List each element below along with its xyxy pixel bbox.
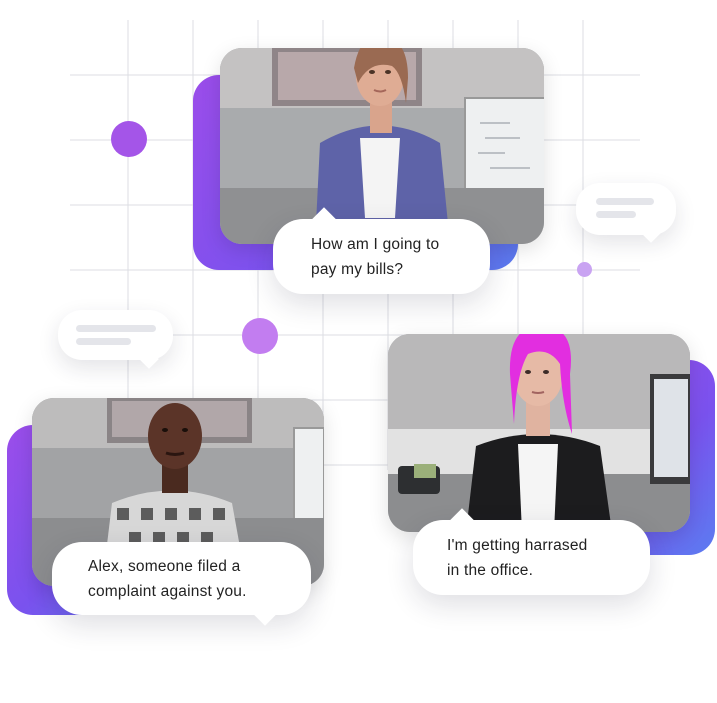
decorative-dot-large (111, 121, 147, 157)
speech-line: I'm getting harrased (447, 537, 588, 554)
speech-line: pay my bills? (311, 261, 404, 278)
speech-line: complaint against you. (88, 583, 247, 600)
scene-3-speech-bubble: I'm getting harrased in the office. (413, 508, 650, 595)
chat-bubble-placeholder-icon (576, 183, 676, 243)
woman-pink-hair-avatar (388, 334, 690, 532)
scene-2-speech-bubble: Alex, someone filed a complaint against … (52, 542, 311, 626)
decorative-dot-medium (242, 318, 278, 354)
speech-line: How am I going to (311, 236, 440, 253)
decorative-dot-small (577, 262, 592, 277)
scene-1-speech-bubble: How am I going to pay my bills? (273, 207, 490, 294)
chat-bubble-placeholder-icon (58, 310, 173, 369)
scene-3-video-panel (388, 334, 690, 532)
woman-blue-cardigan-avatar (220, 48, 544, 244)
speech-line: in the office. (447, 562, 534, 579)
scene-1-video-panel (220, 48, 544, 244)
speech-line: Alex, someone filed a (88, 558, 241, 575)
